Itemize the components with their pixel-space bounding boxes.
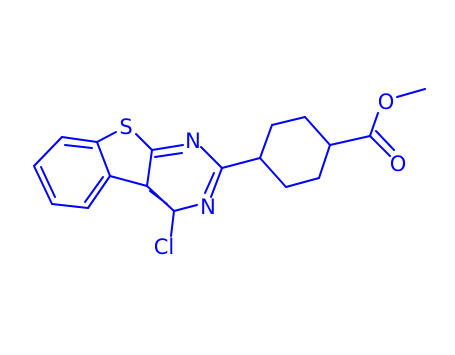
bond [318, 144, 331, 179]
bond [61, 136, 98, 143]
bond [33, 165, 53, 205]
bond [51, 203, 89, 209]
bond [40, 166, 56, 198]
bond [375, 130, 395, 151]
bond-set [33, 88, 426, 237]
bond [146, 149, 153, 187]
sulfur-label: S [119, 115, 132, 139]
chlorine-label: Cl [154, 235, 175, 259]
bond [369, 112, 379, 137]
bond [96, 141, 111, 177]
bond [135, 133, 153, 151]
bond [369, 135, 391, 157]
nitrogen-top-label: N [185, 129, 201, 153]
bond [170, 210, 175, 237]
bond [109, 175, 148, 187]
bond [96, 131, 117, 143]
bond [64, 144, 93, 149]
bond [271, 116, 306, 126]
bond [200, 146, 223, 169]
bond [87, 175, 111, 209]
bond [221, 157, 261, 169]
atom-label-set: S N N Cl O O [119, 90, 406, 259]
ester-oxygen-label: O [378, 90, 395, 114]
bond [396, 88, 426, 98]
nitrogen-bottom-label: N [200, 195, 216, 219]
bond [329, 135, 371, 146]
bond [154, 152, 183, 158]
bond [173, 204, 198, 212]
bond [149, 190, 168, 205]
bond [151, 144, 184, 151]
carbonyl-oxygen-label: O [390, 152, 407, 176]
bond [33, 136, 63, 167]
bond [285, 177, 320, 188]
bond [259, 157, 287, 188]
bond [210, 167, 223, 198]
bond [204, 172, 215, 194]
bond [259, 124, 273, 159]
bond [304, 116, 331, 146]
bond [84, 176, 104, 203]
